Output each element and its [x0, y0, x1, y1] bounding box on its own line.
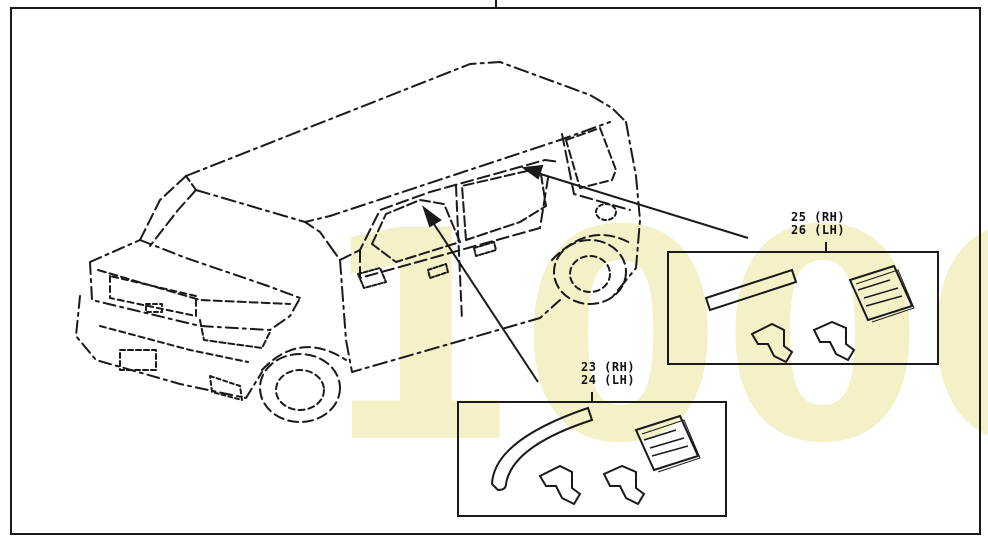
instruction-text-lines-2	[857, 279, 903, 307]
rear-wheel-hub	[569, 255, 611, 293]
front-wheel	[259, 353, 341, 423]
front-door-window	[371, 199, 461, 263]
hood-outline	[89, 239, 301, 331]
rear-quarter-glass	[565, 127, 617, 189]
hood-crease	[97, 269, 291, 305]
front-wheel-arch	[261, 346, 347, 371]
window-visor-molding	[490, 406, 594, 492]
side-mirror	[357, 267, 387, 289]
van-illustration	[75, 61, 641, 423]
front-door-handle	[427, 263, 449, 279]
rear-wheel	[553, 239, 627, 305]
rear-quarter-window	[561, 133, 631, 211]
instruction-sheet-2	[641, 419, 701, 473]
instruction-sheet-3	[848, 264, 914, 322]
rear-edge	[609, 121, 641, 301]
molding-clip-1	[750, 322, 794, 364]
belt-line	[359, 177, 549, 279]
fog-lamp	[209, 375, 243, 401]
kit-box-25-26-frame	[667, 251, 939, 365]
callout-26-lh: 26 (LH)	[791, 223, 846, 237]
roof-corner	[185, 175, 197, 191]
front-wheel-hub	[275, 369, 325, 411]
headlamp	[199, 319, 271, 349]
windshield-inner	[149, 189, 197, 247]
bumper-line	[99, 325, 249, 363]
rear-wheel-arch	[551, 234, 633, 261]
side-window-frame	[329, 159, 561, 261]
instruction-sheet-1	[634, 414, 700, 472]
arrowhead-23-24	[422, 205, 442, 228]
grille	[109, 275, 197, 317]
kit-box-23-24	[457, 392, 727, 517]
a-pillar	[139, 175, 187, 241]
instruction-sheet-4	[855, 269, 915, 323]
leader-line-23-24	[429, 217, 539, 383]
arrowhead-25-26	[521, 164, 544, 180]
visor-clip-1	[538, 464, 582, 506]
callout-25-rh: 25 (RH)	[791, 210, 846, 224]
roof-side-edge	[195, 121, 611, 223]
kit-box-25-26	[667, 242, 939, 365]
belt-molding	[704, 268, 798, 312]
leader-line-25-26	[533, 171, 749, 239]
cowl-line	[139, 239, 301, 299]
callout-24-lh: 24 (LH)	[581, 373, 636, 387]
windshield-right	[304, 221, 331, 247]
license-plate	[119, 349, 157, 371]
rear-door-window	[461, 167, 547, 241]
visor-clip-2	[602, 464, 646, 506]
molding-clip-2	[812, 320, 856, 362]
instruction-text-lines-1	[643, 429, 689, 457]
rear-door-handle	[473, 241, 497, 257]
side-sill	[339, 259, 561, 373]
front-bumper	[75, 295, 263, 399]
b-pillar	[455, 185, 463, 321]
callout-23-rh: 23 (RH)	[581, 360, 636, 374]
emblem	[145, 303, 163, 313]
roof-outline	[185, 61, 627, 177]
leader-arrows	[422, 164, 749, 383]
fuel-lid	[595, 203, 617, 221]
